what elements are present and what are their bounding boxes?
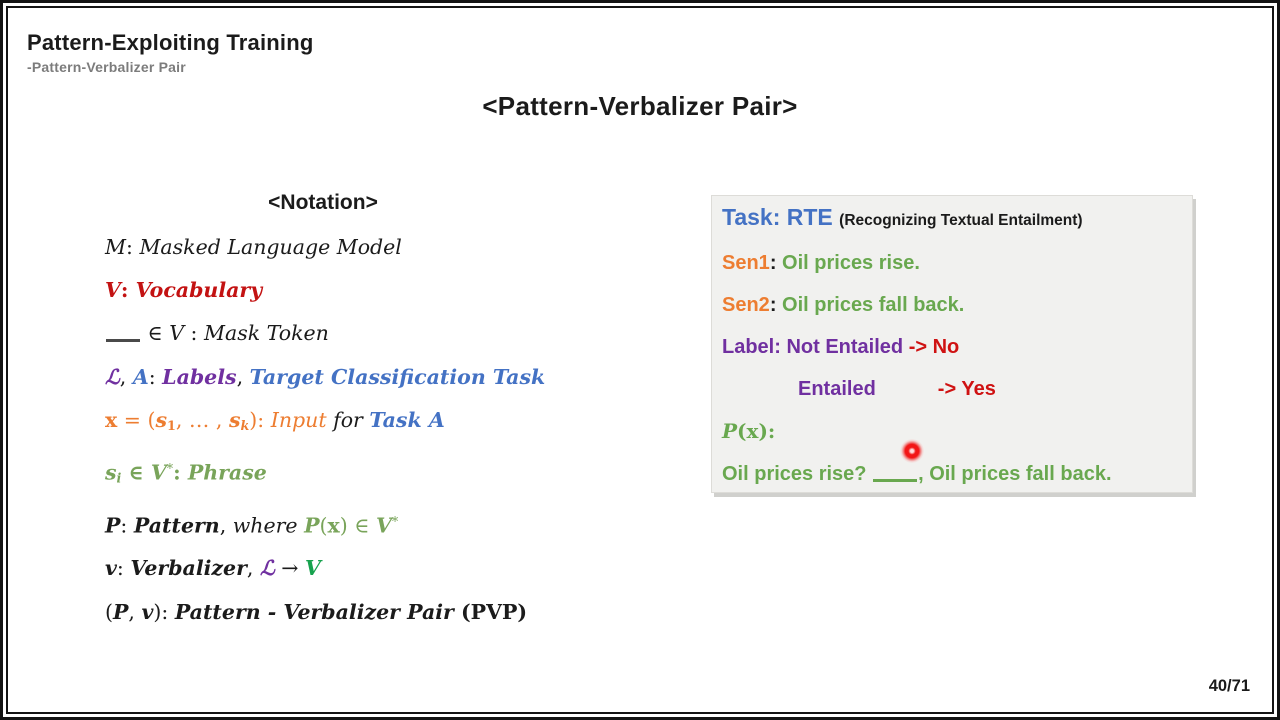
task-box-line: Entailed-> Yes xyxy=(798,378,996,400)
notation-section: <Notation> M: Masked Language Model V: Vo… xyxy=(105,191,605,634)
task-box-line: Sen1: Oil prices rise. xyxy=(722,252,920,274)
task-box-line: Label: Not Entailed -> No xyxy=(722,336,960,358)
notation-line: M: Masked Language Model xyxy=(105,235,402,259)
main-heading: <Pattern-Verbalizer Pair> xyxy=(482,91,798,121)
task-box-line: Task: RTE (Recognizing Textual Entailmen… xyxy=(722,204,1083,230)
page-subtitle: -Pattern-Verbalizer Pair xyxy=(27,59,186,75)
notation-line: P: Pattern, where P(x) ∈ V* xyxy=(105,513,399,538)
task-box-line: Sen2: Oil prices fall back. xyxy=(722,294,965,316)
slide-header: Pattern-Exploiting Training -Pattern-Ver… xyxy=(27,30,314,75)
notation-line: V: Vocabulary xyxy=(105,278,263,303)
task-example-box: Task: RTE (Recognizing Textual Entailmen… xyxy=(711,195,1193,493)
notation-line: (P, v): Pattern - Verbalizer Pair (PVP) xyxy=(105,599,528,624)
page-number: 40/71 xyxy=(1208,677,1250,695)
task-box-line: Oil prices rise? , Oil prices fall back. xyxy=(722,463,1112,485)
notation-line: v: Verbalizer, ℒ → V xyxy=(105,556,321,581)
notation-line: si ∈ V*: Phrase xyxy=(105,460,267,486)
task-box-line: P(x): xyxy=(722,419,776,443)
laser-pointer-dot xyxy=(900,439,924,463)
task-box-lines: Task: RTE (Recognizing Textual Entailmen… xyxy=(722,196,1192,495)
notation-list: M: Masked Language Model V: Vocabulary ∈ … xyxy=(105,226,605,634)
notation-line: ∈ V : Mask Token xyxy=(105,312,605,355)
notation-line: x = (s1, … , sk): Input for Task A xyxy=(105,407,445,433)
notation-line: ℒ, A: Labels, Target Classification Task xyxy=(105,364,546,389)
page-title: Pattern-Exploiting Training xyxy=(27,30,314,55)
notation-heading: <Notation> xyxy=(268,191,378,214)
